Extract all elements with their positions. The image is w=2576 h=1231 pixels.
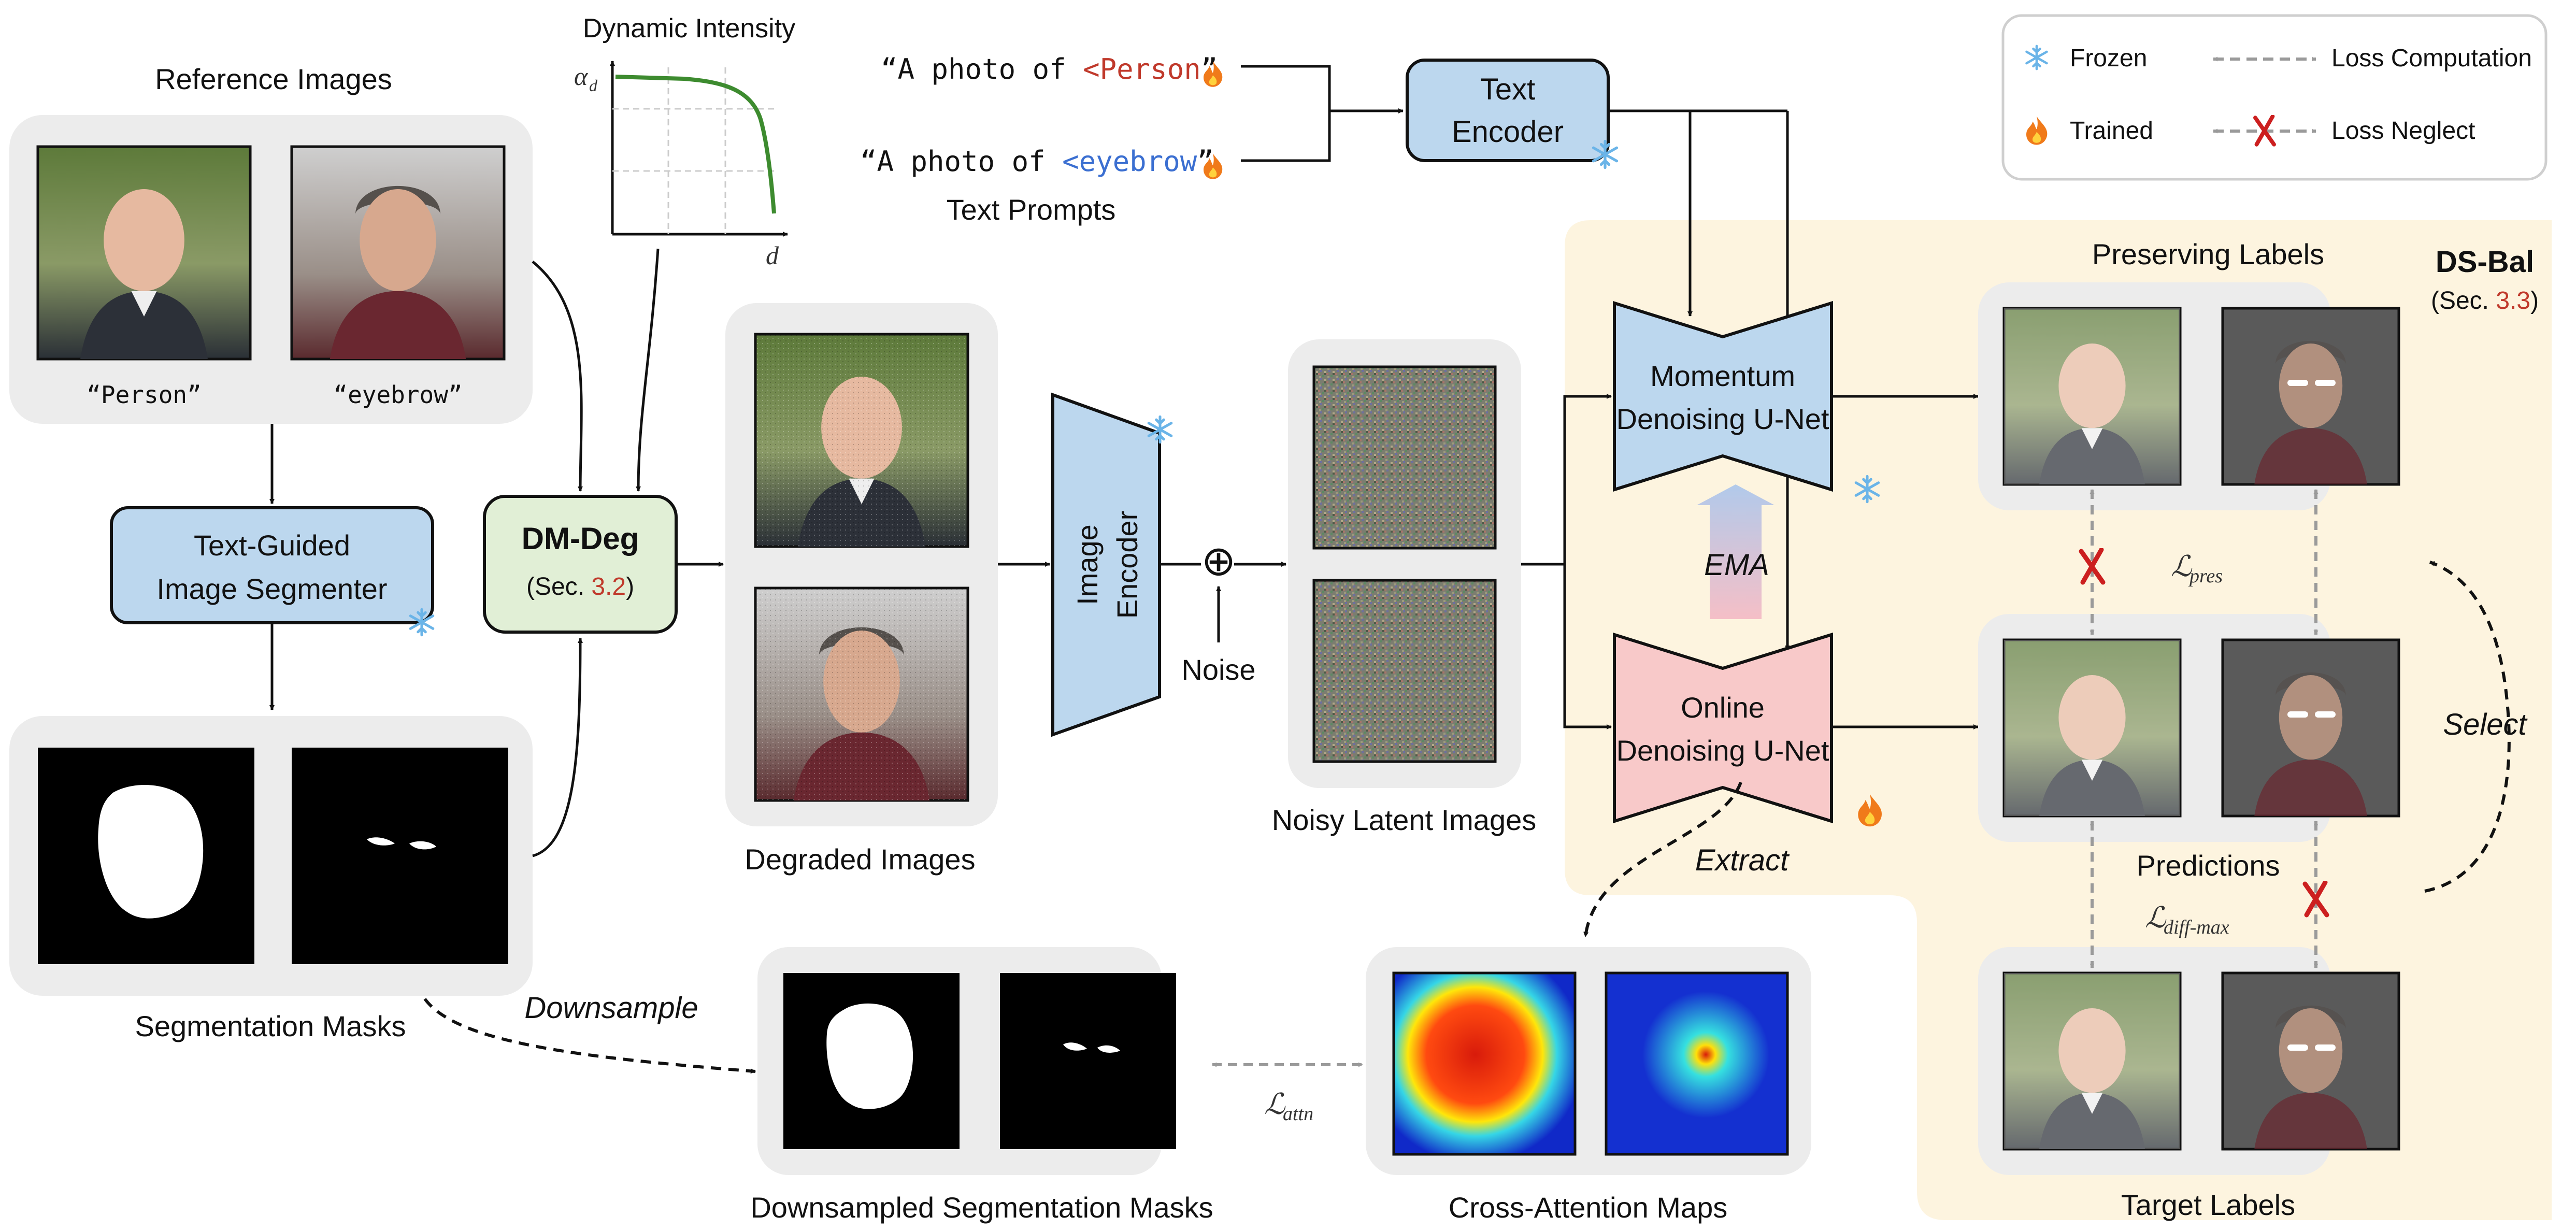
loss-pres-sub: pres [2188,565,2223,587]
online-line1: Online [1681,691,1765,724]
noise-sum-symbol: ⊕ [1201,538,1236,584]
target-photo-person [2002,971,2182,1151]
dmdeg-sec: (Sec. 3.2) [526,573,634,600]
legend-loss-neglect: Loss Neglect [2331,117,2475,145]
dmdeg-title: DM-Deg [522,521,639,556]
degraded-photo-person [754,333,969,548]
noisy-latent-person [1312,365,1497,550]
dmdeg-box [483,495,678,634]
image-encoder-line2: Encoder [1111,511,1143,619]
text-encoder-line2: Encoder [1452,115,1564,149]
segmenter-box [110,506,434,624]
noisy-caption: Noisy Latent Images [1272,804,1536,836]
segmenter-line1: Text-Guided [194,529,350,562]
predictions-title: Predictions [2136,849,2280,882]
prediction-photo-eyebrow [2221,638,2400,818]
dsbal-sec: (Sec. 3.3) [2431,287,2539,314]
intensity-title: Dynamic Intensity [583,13,795,44]
intensity-y-sub: d [589,76,598,95]
caption-eyebrow: “eyebrow” [333,381,462,409]
intensity-plot: α d d [574,61,788,270]
caption-person: “Person” [87,381,202,409]
image-encoder [1051,392,1161,737]
masks-caption: Segmentation Masks [135,1010,406,1042]
preserving-photo-eyebrow [2221,307,2400,486]
degraded-caption: Degraded Images [745,843,975,876]
loss-attn-sub: attn [1283,1103,1313,1125]
legend: Frozen Trained Loss Computation Loss Neg… [2001,14,2548,181]
dsbal-title: DS-Bal [2436,245,2534,279]
preserving-title: Preserving Labels [2092,238,2324,270]
attn-caption: Cross-Attention Maps [1449,1191,1727,1224]
legend-trained: Trained [2070,117,2153,145]
reference-title: Reference Images [155,63,392,95]
downsample-label: Downsample [524,991,698,1025]
loss-attn: ℒ [1264,1089,1286,1121]
prediction-photo-person [2002,638,2182,818]
preserving-photo-person [2002,307,2182,486]
image-encoder-line1: Image [1071,524,1104,605]
momentum-unet [1613,300,1833,492]
reference-photo-eyebrow [290,145,506,361]
momentum-line1: Momentum [1650,360,1795,392]
prompt-person: “A photo of <Person” [881,53,1218,85]
segmenter-line2: Image Segmenter [156,572,387,605]
target-photo-eyebrow [2221,971,2400,1151]
noise-label: Noise [1181,653,1255,686]
intensity-y-label: α [574,62,589,91]
ema-label: EMA [1704,548,1769,582]
attn-map-eyebrow [1605,971,1789,1156]
target-title: Target Labels [2121,1189,2295,1221]
loss-diff-sub: diff-max [2164,917,2229,938]
ds-masks-caption: Downsampled Segmentation Masks [750,1191,1213,1224]
online-line2: Denoising U-Net [1616,734,1829,767]
momentum-line2: Denoising U-Net [1616,403,1829,435]
ds-mask-eyebrow [1000,973,1176,1149]
ema-arrow [1697,484,1774,619]
legend-loss-computation: Loss Computation [2331,45,2532,72]
attn-map-person [1392,971,1577,1156]
reference-photo-person [36,145,252,361]
degraded-photo-eyebrow [754,586,969,802]
legend-frozen: Frozen [2070,45,2147,72]
intensity-x-label: d [766,241,779,270]
prompt-eyebrow: “A photo of <eyebrow” [860,145,1214,178]
prompts-caption: Text Prompts [947,193,1116,226]
select-label: Select [2443,708,2528,741]
noisy-latent-eyebrow [1312,579,1497,763]
online-unet [1613,632,1833,824]
extract-label: Extract [1695,843,1790,877]
text-encoder-line1: Text [1480,73,1535,106]
loss-diff: ℒ [2145,902,2167,934]
mask-eyebrow [292,748,508,964]
loss-pres: ℒ [2171,551,2193,583]
